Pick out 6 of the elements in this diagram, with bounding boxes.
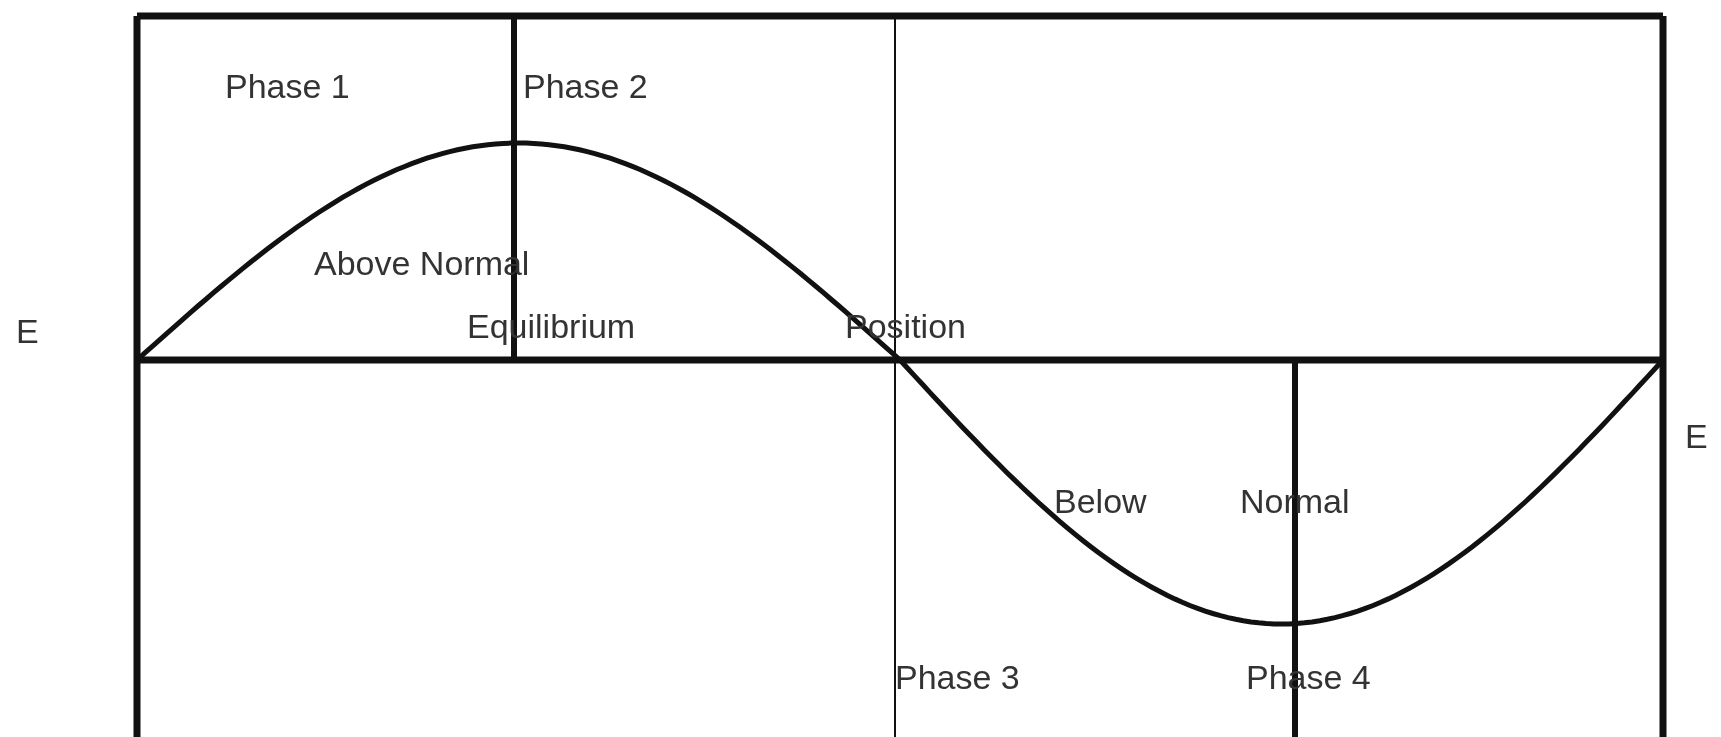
- phase-label: Phase 3: [895, 657, 1020, 698]
- region-label: Below: [1054, 481, 1147, 522]
- axis-label: E: [16, 311, 39, 352]
- phase-label: Phase 1: [225, 66, 350, 107]
- phase-label: Phase 2: [523, 66, 648, 107]
- axis-label: E: [1685, 416, 1708, 457]
